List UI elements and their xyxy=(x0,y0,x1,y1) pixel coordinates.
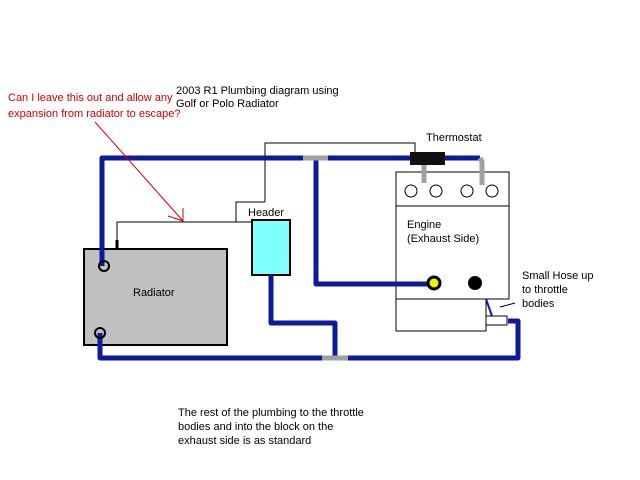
hose-top xyxy=(99,155,480,266)
engine-lower-block xyxy=(395,298,487,332)
engine-outlet-stub xyxy=(477,156,485,185)
radiator-top-port xyxy=(98,260,110,272)
grey-fittings xyxy=(303,155,485,361)
engine-port xyxy=(429,184,443,198)
annotation-arrow xyxy=(94,121,184,222)
small-hose-label-pointer xyxy=(499,302,516,308)
radiator-bottom-port xyxy=(94,327,106,339)
small-hose-pointer xyxy=(485,298,493,317)
small-hose-label-2: to throttle xyxy=(522,284,568,296)
header-tank xyxy=(251,219,291,276)
engine-port xyxy=(404,184,418,198)
radiator xyxy=(83,248,228,346)
note-line-1: The rest of the plumbing to the throttle xyxy=(178,407,364,419)
title-line-2: Golf or Polo Radiator xyxy=(176,98,279,110)
engine-label: Engine xyxy=(407,219,442,231)
engine-port xyxy=(460,184,474,198)
thermostat xyxy=(410,152,445,165)
note-line-3: exhaust side is as standard xyxy=(178,435,312,447)
hose-bypass xyxy=(313,158,430,287)
note-line-2: bodies and into the block on the xyxy=(178,421,334,433)
header-label: Header xyxy=(248,207,285,219)
engine-port-black xyxy=(468,276,482,290)
small-hose-label-3: bodies xyxy=(522,298,555,310)
question-line-2: expansion from radiator to escape? xyxy=(8,108,181,120)
engine-ports xyxy=(404,184,499,198)
small-hose-label-1: Small Hose up xyxy=(522,270,594,282)
hose-bottom xyxy=(97,318,521,361)
title-line-1: 2003 R1 Plumbing diagram using xyxy=(176,85,339,97)
engine-sublabel: (Exhaust Side) xyxy=(407,233,480,245)
engine-inlet-port-yellow xyxy=(426,275,442,291)
coolant-hoses xyxy=(97,155,521,361)
thermostat-label: Thermostat xyxy=(426,132,482,144)
question-line-1: Can I leave this out and allow any xyxy=(8,92,173,104)
throttle-nipple xyxy=(485,315,508,326)
engine-port xyxy=(485,184,499,198)
hose-header-outlet xyxy=(268,275,338,358)
radiator-label: Radiator xyxy=(133,287,175,299)
